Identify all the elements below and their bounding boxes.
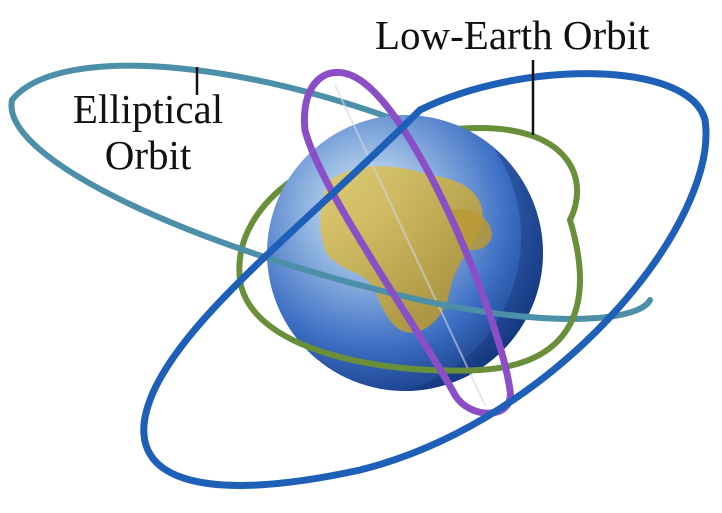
outer-orbit-back (416, 70, 709, 124)
orbits-front (8, 76, 710, 489)
earth-globe-icon (267, 84, 543, 406)
label-elliptical-orbit: Elliptical Orbit (62, 86, 234, 178)
outer-orbit-front (140, 106, 710, 489)
label-low-earth-orbit: Low-Earth Orbit (375, 12, 650, 58)
polar-orbit-back (300, 68, 364, 134)
land-mass-europe-africa (320, 166, 483, 333)
label-elliptical-line1: Elliptical (72, 86, 224, 132)
earth-axis (334, 84, 486, 406)
label-elliptical-line2: Orbit (104, 132, 192, 178)
low-earth-orbit-front (237, 217, 583, 374)
globe-shade (405, 130, 543, 391)
